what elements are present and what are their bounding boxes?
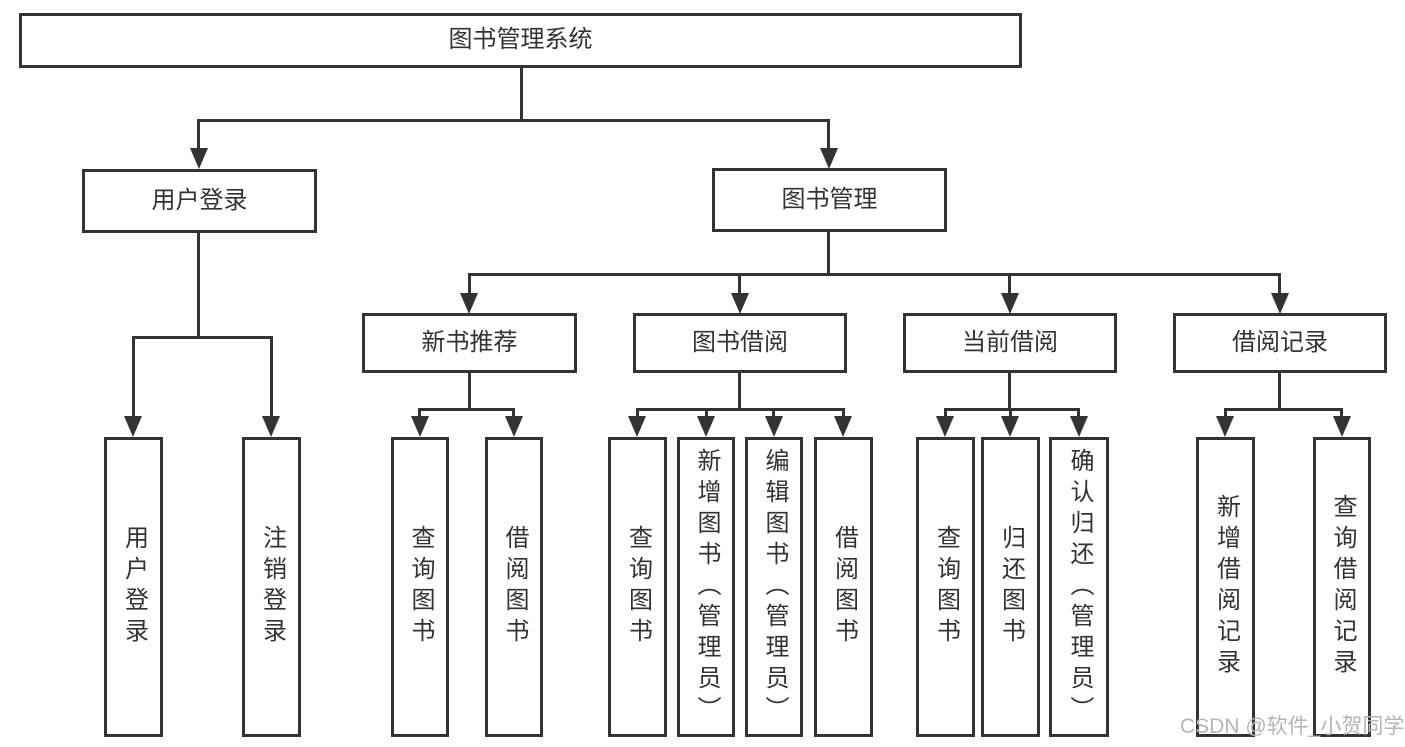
arrow-down-icon xyxy=(411,416,429,437)
connector-drop xyxy=(132,336,135,419)
connector-drop xyxy=(418,408,421,421)
connector-drop xyxy=(1077,408,1080,421)
leaf-confirm-return-admin-label: 确认归还（管理员） xyxy=(1066,447,1093,727)
connector-stem xyxy=(1008,373,1011,408)
leaf-borrow-books-recommend-label: 借阅图书 xyxy=(501,525,528,649)
leaf-user-login: 用户登录 xyxy=(104,437,163,737)
arrow-down-icon xyxy=(262,416,280,437)
arrow-down-icon xyxy=(1216,416,1234,437)
node-library-system: 图书管理系统 xyxy=(19,13,1022,68)
arrow-down-icon xyxy=(1001,293,1019,314)
arrow-down-icon xyxy=(460,293,478,314)
arrow-down-icon xyxy=(1070,416,1088,437)
arrow-down-icon xyxy=(1333,416,1351,437)
connector-drop xyxy=(772,408,775,421)
arrow-down-icon xyxy=(731,293,749,314)
leaf-query-borrow-record: 查询借阅记录 xyxy=(1313,437,1371,737)
connector-root-rail xyxy=(197,119,830,122)
arrow-down-icon xyxy=(628,416,646,437)
connector-drop xyxy=(512,408,515,421)
arrow-down-icon xyxy=(124,416,142,437)
leaf-add-borrow-record: 新增借阅记录 xyxy=(1196,437,1255,737)
leaf-borrow-books-borrowing-label: 借阅图书 xyxy=(830,525,858,649)
leaf-edit-books-admin: 编辑图书（管理员） xyxy=(745,437,803,737)
connector-rail xyxy=(418,408,515,411)
connector-drop xyxy=(1008,273,1011,295)
node-book-borrowing-label: 图书借阅 xyxy=(692,328,788,356)
node-current-borrowing-label: 当前借阅 xyxy=(962,328,1058,356)
node-new-book-recommendation: 新书推荐 xyxy=(362,313,577,373)
connector-user-login-stem xyxy=(197,233,200,336)
connector-rail xyxy=(636,408,845,411)
node-current-borrowing: 当前借阅 xyxy=(903,313,1117,373)
arrow-down-icon xyxy=(765,416,783,437)
connector-stem xyxy=(738,373,741,408)
node-library-system-label: 图书管理系统 xyxy=(448,26,593,54)
connector-book-mgmt-drop xyxy=(827,119,830,151)
connector-drop xyxy=(705,408,708,421)
leaf-return-books: 归还图书 xyxy=(981,437,1040,737)
arrow-down-icon xyxy=(834,416,852,437)
connector-drop xyxy=(636,408,639,421)
leaf-add-borrow-record-label: 新增借阅记录 xyxy=(1212,494,1240,680)
arrow-down-icon xyxy=(190,148,208,169)
leaf-query-borrow-record-label: 查询借阅记录 xyxy=(1329,494,1356,680)
connector-rail xyxy=(944,408,1080,411)
node-borrowing-records-label: 借阅记录 xyxy=(1232,328,1328,356)
leaf-edit-books-admin-label: 编辑图书（管理员） xyxy=(761,447,788,727)
arrow-down-icon xyxy=(1001,416,1019,437)
leaf-add-books-admin-label: 新增图书（管理员） xyxy=(693,447,720,727)
connector-book-mgmt-rail xyxy=(468,273,1281,276)
arrow-down-icon xyxy=(1271,293,1289,314)
node-user-login: 用户登录 xyxy=(82,169,317,233)
arrow-down-icon xyxy=(820,148,838,169)
connector-drop xyxy=(1009,408,1012,421)
leaf-borrow-books-recommend: 借阅图书 xyxy=(485,437,543,737)
leaf-query-books-recommend: 查询图书 xyxy=(391,437,449,737)
connector-drop xyxy=(842,408,845,421)
leaf-query-books-current: 查询图书 xyxy=(916,437,975,737)
node-borrowing-records: 借阅记录 xyxy=(1173,313,1387,373)
watermark: CSDN @软件_小贺同学 xyxy=(1180,715,1405,738)
connector-drop xyxy=(270,336,273,419)
leaf-confirm-return-admin: 确认归还（管理员） xyxy=(1049,437,1109,737)
arrow-down-icon xyxy=(936,416,954,437)
connector-user-login-rail xyxy=(132,336,273,339)
arrow-down-icon xyxy=(505,416,523,437)
leaf-query-books-borrowing-label: 查询图书 xyxy=(624,525,652,649)
node-new-book-recommendation-label: 新书推荐 xyxy=(421,328,518,356)
leaf-borrow-books-borrowing: 借阅图书 xyxy=(814,437,873,737)
arrow-down-icon xyxy=(697,416,715,437)
connector-root-stem xyxy=(520,68,523,119)
leaf-return-books-label: 归还图书 xyxy=(997,525,1025,649)
leaf-query-books-recommend-label: 查询图书 xyxy=(407,525,434,649)
leaf-query-books-borrowing: 查询图书 xyxy=(608,437,667,737)
leaf-query-books-current-label: 查询图书 xyxy=(932,525,960,649)
connector-book-mgmt-stem xyxy=(827,232,830,273)
node-book-management: 图书管理 xyxy=(712,168,947,232)
node-book-management-label: 图书管理 xyxy=(781,185,878,213)
leaf-logout: 注销登录 xyxy=(242,437,301,737)
connector-drop xyxy=(1224,408,1227,421)
connector-stem xyxy=(468,373,471,408)
connector-drop xyxy=(1340,408,1343,421)
node-book-borrowing: 图书借阅 xyxy=(633,313,847,373)
node-user-login-label: 用户登录 xyxy=(151,186,248,214)
connector-rail xyxy=(1224,408,1343,411)
connector-drop xyxy=(738,273,741,295)
leaf-logout-label: 注销登录 xyxy=(258,525,286,649)
leaf-add-books-admin: 新增图书（管理员） xyxy=(677,437,735,737)
leaf-user-login-label: 用户登录 xyxy=(120,525,148,649)
connector-user-login-drop xyxy=(197,119,200,151)
connector-drop xyxy=(1278,273,1281,295)
connector-drop xyxy=(468,273,471,295)
connector-stem xyxy=(1278,373,1281,408)
connector-drop xyxy=(944,408,947,421)
